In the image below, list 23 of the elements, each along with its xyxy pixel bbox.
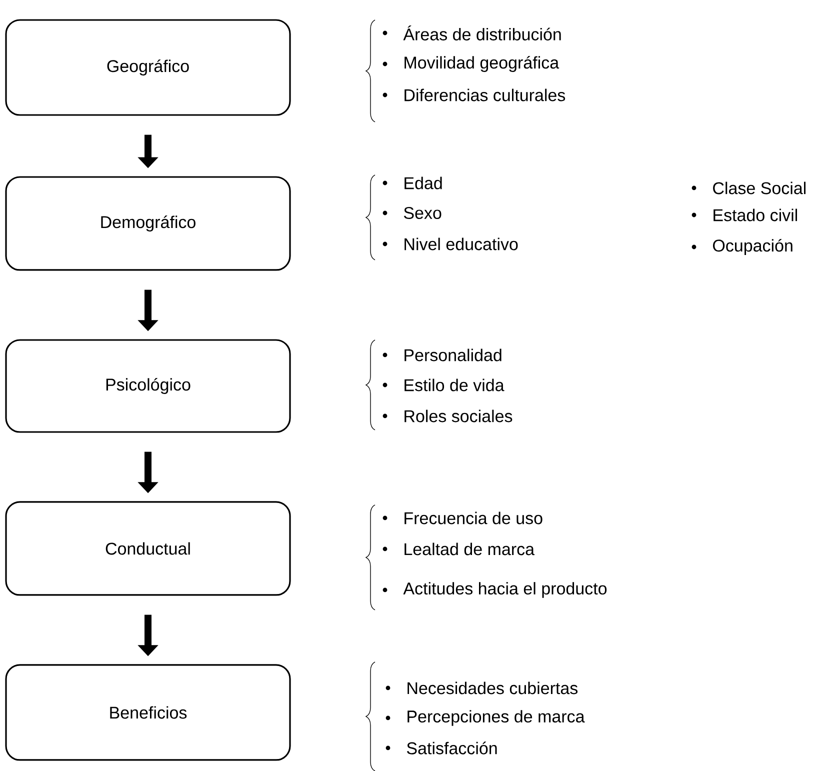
process-box: Beneficios	[5, 664, 291, 761]
process-box: Geográfico	[5, 19, 291, 116]
list-item: Lealtad de marca	[404, 542, 535, 556]
list-item: Nivel educativo	[404, 238, 518, 250]
list-item: Necesidades cubiertas	[408, 682, 578, 694]
list-item: Estilo de vida	[404, 378, 504, 392]
list-item: Edad	[404, 176, 442, 190]
list-item: Actitudes hacia el producto	[403, 582, 607, 598]
list-item: Personalidad	[404, 348, 502, 362]
process-box: Demográfico	[5, 176, 291, 271]
list-item: Clase Social	[713, 182, 806, 194]
list-item: Diferencias culturales	[404, 88, 566, 102]
list-item: Estado civil	[714, 208, 797, 222]
list-item: Movilidad geográfica	[404, 56, 560, 72]
list-item: Frecuencia de uso	[404, 512, 542, 524]
process-box: Psicológico	[5, 339, 291, 433]
list-item: Sexo	[404, 206, 442, 220]
list-item: Satisfacción	[406, 742, 497, 754]
list-item: Áreas de distribución	[403, 26, 561, 40]
list-item: Roles sociales	[404, 410, 512, 422]
process-box: Conductual	[5, 501, 291, 596]
list-item: Percepciones de marca	[408, 710, 585, 726]
list-item: Ocupación	[713, 238, 792, 255]
